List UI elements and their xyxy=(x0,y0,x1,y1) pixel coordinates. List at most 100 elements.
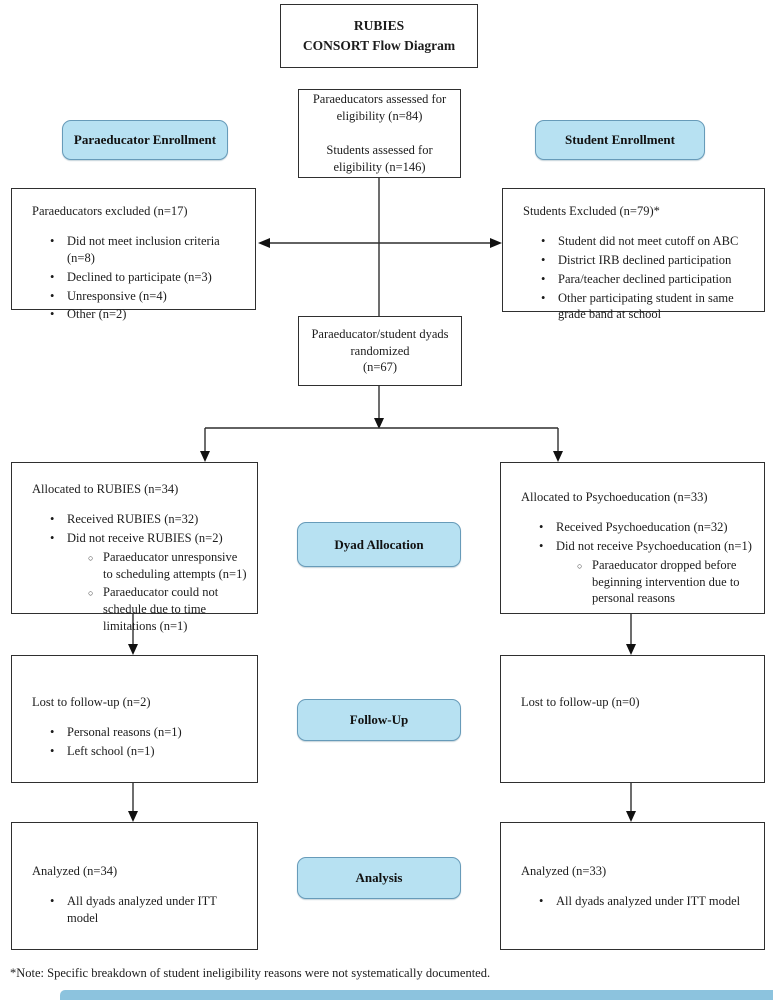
paraeducators-excluded-box: Paraeducators excluded (n=17) • Did not m… xyxy=(11,188,256,321)
bullet-text: Did not meet inclusion criteria (n=8) xyxy=(67,233,220,265)
bullet-marker-icon: • xyxy=(50,893,55,908)
footnote: *Note: Specific breakdown of student ine… xyxy=(10,966,491,980)
stage-paraeducator-enrollment: Paraeducator Enrollment xyxy=(62,120,228,160)
bullet-marker-icon: • xyxy=(50,724,55,739)
box-heading: Students Excluded (n=79)* xyxy=(523,204,660,218)
bullet-text: Other (n=2) xyxy=(67,307,127,322)
bullet-text: Left school (n=1) xyxy=(67,743,155,758)
bullet-list: • Student did not meet cutoff on ABC • Dist… xyxy=(523,233,754,323)
sub-bullet-item: ○ Paraeducator dropped before beginning i… xyxy=(577,557,754,608)
students-excluded-box: Students Excluded (n=79)* • Student did n… xyxy=(502,188,765,321)
bullet-text: Did not receive Psychoeducation (n=1) xyxy=(556,538,752,553)
bullet-marker-icon: • xyxy=(541,252,546,267)
title-line-1: RUBIES xyxy=(353,17,405,33)
box-heading: Lost to follow-up (n=2) xyxy=(32,695,151,709)
stage-student-enrollment: Student Enrollment xyxy=(535,120,705,160)
circle-marker-icon: ○ xyxy=(577,560,583,571)
bullet-list: • All dyads analyzed under ITT model xyxy=(521,893,754,910)
circle-marker-icon: ○ xyxy=(88,552,94,563)
circle-marker-icon: ○ xyxy=(88,588,94,599)
bullet-text: Paraeducator dropped before beginning in… xyxy=(592,557,740,606)
bullet-text: Paraeducator could not schedule due to t… xyxy=(103,585,219,634)
analyzed-rubies-box: Analyzed (n=34) • All dyads analyzed unde… xyxy=(11,822,258,950)
bullet-list: •Received RUBIES (n=32) • Did not receive … xyxy=(32,511,247,635)
bullet-text: Received Psychoeducation (n=32) xyxy=(556,519,728,534)
lost-followup-psychoeducation-box: Lost to follow-up (n=0) xyxy=(500,655,765,783)
randomized-box: Paraeducator/student dyads randomized (n… xyxy=(298,316,462,386)
bullet-item: •Received RUBIES (n=32) xyxy=(50,511,247,528)
allocated-rubies-box: Allocated to RUBIES (n=34) •Received RUB… xyxy=(11,462,258,633)
bullet-marker-icon: • xyxy=(539,893,544,908)
bullet-marker-icon: • xyxy=(50,530,55,545)
stage-label: Student Enrollment xyxy=(565,132,675,147)
paraeducators-eligibility-text: Paraeducators assessed for eligibility (… xyxy=(312,92,447,124)
box-heading: Lost to follow-up (n=0) xyxy=(521,695,640,709)
bullet-item: •Received Psychoeducation (n=32) xyxy=(539,519,754,536)
bullet-marker-icon: • xyxy=(541,271,546,286)
bullet-list: • All dyads analyzed under ITT model xyxy=(32,893,247,927)
eligibility-box: Paraeducators assessed for eligibility (… xyxy=(298,89,461,178)
bullet-item: • Did not receive RUBIES (n=2) xyxy=(50,530,247,547)
bullet-item: • Left school (n=1) xyxy=(50,743,247,760)
sub-bullet-item: ○ Paraeducator unresponsive to scheduling… xyxy=(88,549,247,583)
stage-label: Follow-Up xyxy=(349,712,409,727)
randomized-line-3: (n=67) xyxy=(362,360,398,375)
bullet-item: • Student did not meet cutoff on ABC xyxy=(541,233,754,250)
bullet-text: Student did not meet cutoff on ABC xyxy=(558,233,739,248)
bullet-text: Did not receive RUBIES (n=2) xyxy=(67,530,223,545)
stage-label: Paraeducator Enrollment xyxy=(73,132,217,147)
bullet-list: • Personal reasons (n=1) • Left school (n=1… xyxy=(32,724,247,760)
bullet-marker-icon: • xyxy=(541,290,546,305)
bullet-text: All dyads analyzed under ITT model xyxy=(67,893,217,925)
stage-label: Dyad Allocation xyxy=(334,536,424,552)
stage-analysis: Analysis xyxy=(297,857,461,899)
bullet-item: • All dyads analyzed under ITT model xyxy=(539,893,754,910)
bullet-text: All dyads analyzed under ITT model xyxy=(556,893,741,908)
randomized-line-1: Paraeducator/student dyads xyxy=(311,326,449,341)
bullet-item: • Other participating student in same gra… xyxy=(541,290,754,324)
bullet-item: • District IRB declined participation xyxy=(541,252,754,269)
stage-follow-up: Follow-Up xyxy=(297,699,461,741)
bullet-item: • Personal reasons (n=1) xyxy=(50,724,247,741)
bullet-text: Unresponsive (n=4) xyxy=(67,288,167,303)
flow-title-box: RUBIES CONSORT Flow Diagram xyxy=(280,4,478,68)
bullet-text: Para/teacher declined participation xyxy=(558,271,732,286)
bullet-item: • Unresponsive (n=4) xyxy=(50,288,245,305)
lost-followup-rubies-box: Lost to follow-up (n=2) • Personal reason… xyxy=(11,655,258,783)
box-heading: Analyzed (n=33) xyxy=(521,864,607,878)
bullet-text: Received RUBIES (n=32) xyxy=(67,511,199,526)
bullet-text: Personal reasons (n=1) xyxy=(67,724,182,739)
bullet-marker-icon: • xyxy=(50,269,55,284)
stage-label: Analysis xyxy=(355,870,403,885)
bullet-marker-icon: • xyxy=(541,233,546,248)
bullet-list: •Received Psychoeducation (n=32) • Did not… xyxy=(521,519,754,607)
bullet-list: • Did not meet inclusion criteria (n=8) •D… xyxy=(32,233,245,323)
analyzed-psychoeducation-box: Analyzed (n=33) • All dyads analyzed unde… xyxy=(500,822,765,950)
bullet-item: • Other (n=2) xyxy=(50,306,245,323)
bullet-marker-icon: • xyxy=(50,288,55,303)
bullet-text: Paraeducator unresponsive to scheduling … xyxy=(103,549,247,581)
box-heading: Allocated to RUBIES (n=34) xyxy=(32,482,179,496)
bullet-text: Other participating student in same grad… xyxy=(558,290,734,322)
bullet-marker-icon: • xyxy=(50,307,55,322)
randomized-line-2: randomized xyxy=(350,343,410,358)
bullet-item: • Did not meet inclusion criteria (n=8) xyxy=(50,233,245,267)
bullet-item: •Declined to participate (n=3) xyxy=(50,269,245,286)
bullet-marker-icon: • xyxy=(539,538,544,553)
bullet-text: District IRB declined participation xyxy=(558,252,732,267)
allocated-psychoeducation-box: Allocated to Psychoeducation (n=33) •Rec… xyxy=(500,462,765,614)
box-heading: Allocated to Psychoeducation (n=33) xyxy=(521,490,708,504)
sub-bullet-item: ○ Paraeducator could not schedule due to … xyxy=(88,584,247,635)
students-eligibility-text: Students assessed for eligibility (n=146… xyxy=(326,143,433,174)
bullet-item: • All dyads analyzed under ITT model xyxy=(50,893,247,927)
title-line-2: CONSORT Flow Diagram xyxy=(302,38,456,53)
bullet-marker-icon: • xyxy=(50,743,55,758)
bullet-marker-icon: • xyxy=(50,233,55,248)
box-heading: Analyzed (n=34) xyxy=(32,864,118,878)
bullet-item: • Para/teacher declined participation xyxy=(541,271,754,288)
bullet-item: • Did not receive Psychoeducation (n=1) xyxy=(539,538,754,555)
box-heading: Paraeducators excluded (n=17) xyxy=(32,204,188,218)
stage-dyad-allocation: Dyad Allocation xyxy=(297,522,461,567)
